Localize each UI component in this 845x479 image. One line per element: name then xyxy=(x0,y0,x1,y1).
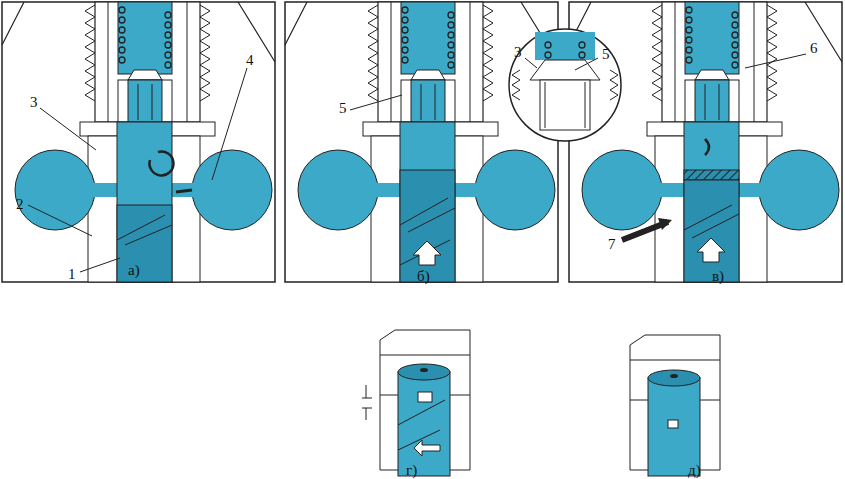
callout-number: 7 xyxy=(606,236,618,253)
callout-number: в) xyxy=(710,268,726,285)
callout-number: д) xyxy=(686,462,703,479)
callout-number: 1 xyxy=(66,266,78,283)
callout-number: г) xyxy=(404,462,419,479)
callout-number: 3 xyxy=(512,44,524,61)
callout-number: а) xyxy=(126,262,142,279)
callout-number: б) xyxy=(415,268,432,285)
callout-number: 4 xyxy=(244,52,256,69)
callout-number: 3 xyxy=(28,94,40,111)
callout-number: 5 xyxy=(600,46,612,63)
callout-number: 2 xyxy=(14,196,26,213)
callout-number: 6 xyxy=(808,40,820,57)
callout-number: 5 xyxy=(337,100,349,117)
